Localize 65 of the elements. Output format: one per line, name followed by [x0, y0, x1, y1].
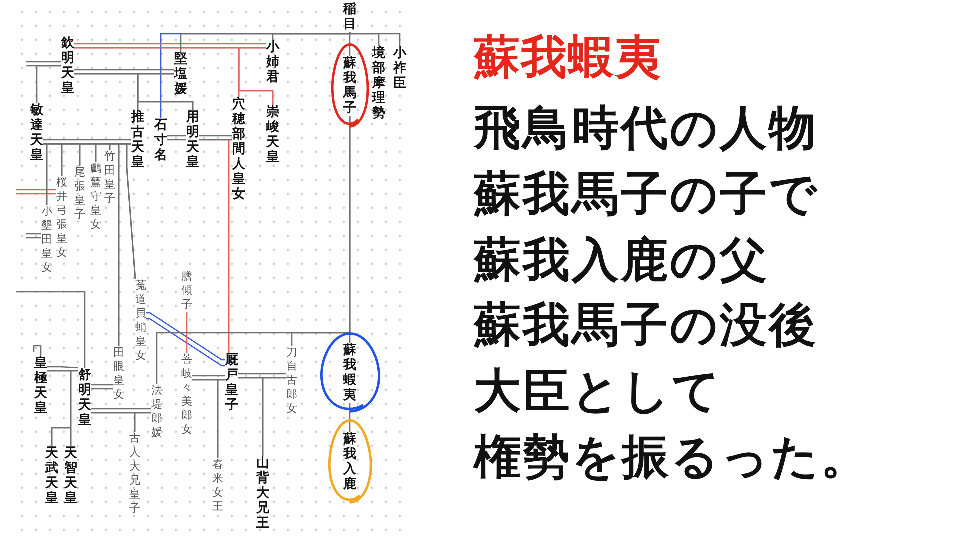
lineage-line [36, 65, 62, 103]
marriage-double-line [25, 61, 62, 67]
person-name: 推古天皇 [132, 110, 144, 170]
body-text-line: 蘇我馬子の子で [474, 171, 819, 218]
person-name: 鸕鶿守皇女 [90, 162, 102, 232]
person-name: 膳傾子 [182, 270, 192, 312]
person-name: 尾張皇子 [74, 166, 86, 222]
lineage-line [349, 32, 351, 56]
person-name: 法堤郎媛 [152, 384, 162, 440]
lineage-line [137, 73, 194, 110]
lineage-line [186, 312, 188, 353]
marriage-double-line [15, 189, 58, 195]
person-name: 厩戸皇子 [226, 353, 238, 413]
person-name: 穴穂部間人皇女 [232, 97, 246, 202]
lineage-line [349, 32, 401, 46]
lineage-line [126, 143, 136, 280]
person-name: 堅塩媛 [174, 52, 188, 97]
person-name: 石寸名 [154, 118, 168, 163]
person-name: 蘇我入鹿 [344, 432, 356, 492]
lineage-line [33, 345, 42, 356]
body-text-line: 蘇我入鹿の父 [474, 237, 769, 284]
lineage-line [349, 116, 351, 343]
person-name: 小祚臣 [394, 46, 406, 91]
person-name: 菟道貝蛸皇女 [136, 279, 146, 363]
body-text-line: 蘇我馬子の没後 [474, 302, 818, 349]
person-name: 山背大兄王 [256, 456, 270, 531]
body-text-line: 飛鳥時代の人物 [474, 105, 818, 152]
lineage-line [134, 412, 152, 432]
person-name: 敏達天皇 [30, 103, 44, 163]
person-name: 天智天皇 [64, 446, 78, 506]
person-name: 稲目 [344, 2, 356, 32]
marriage-double-line [166, 135, 188, 141]
person-name: 欽明天皇 [62, 36, 74, 96]
lineage-line [349, 403, 351, 432]
marriage-double-line [25, 233, 42, 239]
person-name: 桜井弓張皇女 [56, 176, 68, 260]
heading: 蘇我蝦夷 [474, 34, 662, 80]
marriage-double-line [198, 135, 234, 141]
person-name: 小姉君 [266, 40, 280, 85]
person-name: 崇峻天皇 [266, 105, 280, 165]
body-text-line: 権勢を振るった。 [474, 434, 870, 481]
person-name: 古人大兄皇子 [130, 432, 140, 516]
person-name: 皇極天皇 [34, 356, 48, 416]
marriage-double-line [146, 312, 226, 367]
lineage-line [262, 377, 286, 456]
person-name: 刀自古郎女 [286, 346, 298, 416]
person-name: 小墾田皇女 [42, 205, 52, 275]
person-name: 田眼皇女 [114, 346, 124, 402]
person-name: 舒明天皇 [78, 368, 92, 428]
person-name: 蘇我馬子 [344, 56, 356, 116]
lineage-line [217, 379, 226, 458]
body-text-line: 大臣として [474, 368, 722, 415]
lineage-line [238, 47, 274, 105]
lineage-line [16, 291, 86, 368]
person-name: 用明天皇 [186, 110, 200, 170]
lineage-line [272, 32, 351, 40]
person-name: 菩岐々美郎女 [182, 353, 192, 437]
person-name: 天武天皇 [46, 446, 58, 506]
lineage-line [51, 370, 80, 447]
marriage-double-line [90, 384, 114, 390]
person-name: 舂米女王 [212, 458, 224, 514]
person-name: 蘇我蝦夷 [344, 343, 356, 403]
person-name: 境部摩理勢 [372, 46, 386, 121]
lineage-line [228, 139, 232, 353]
person-name: 竹田皇子 [104, 150, 116, 206]
